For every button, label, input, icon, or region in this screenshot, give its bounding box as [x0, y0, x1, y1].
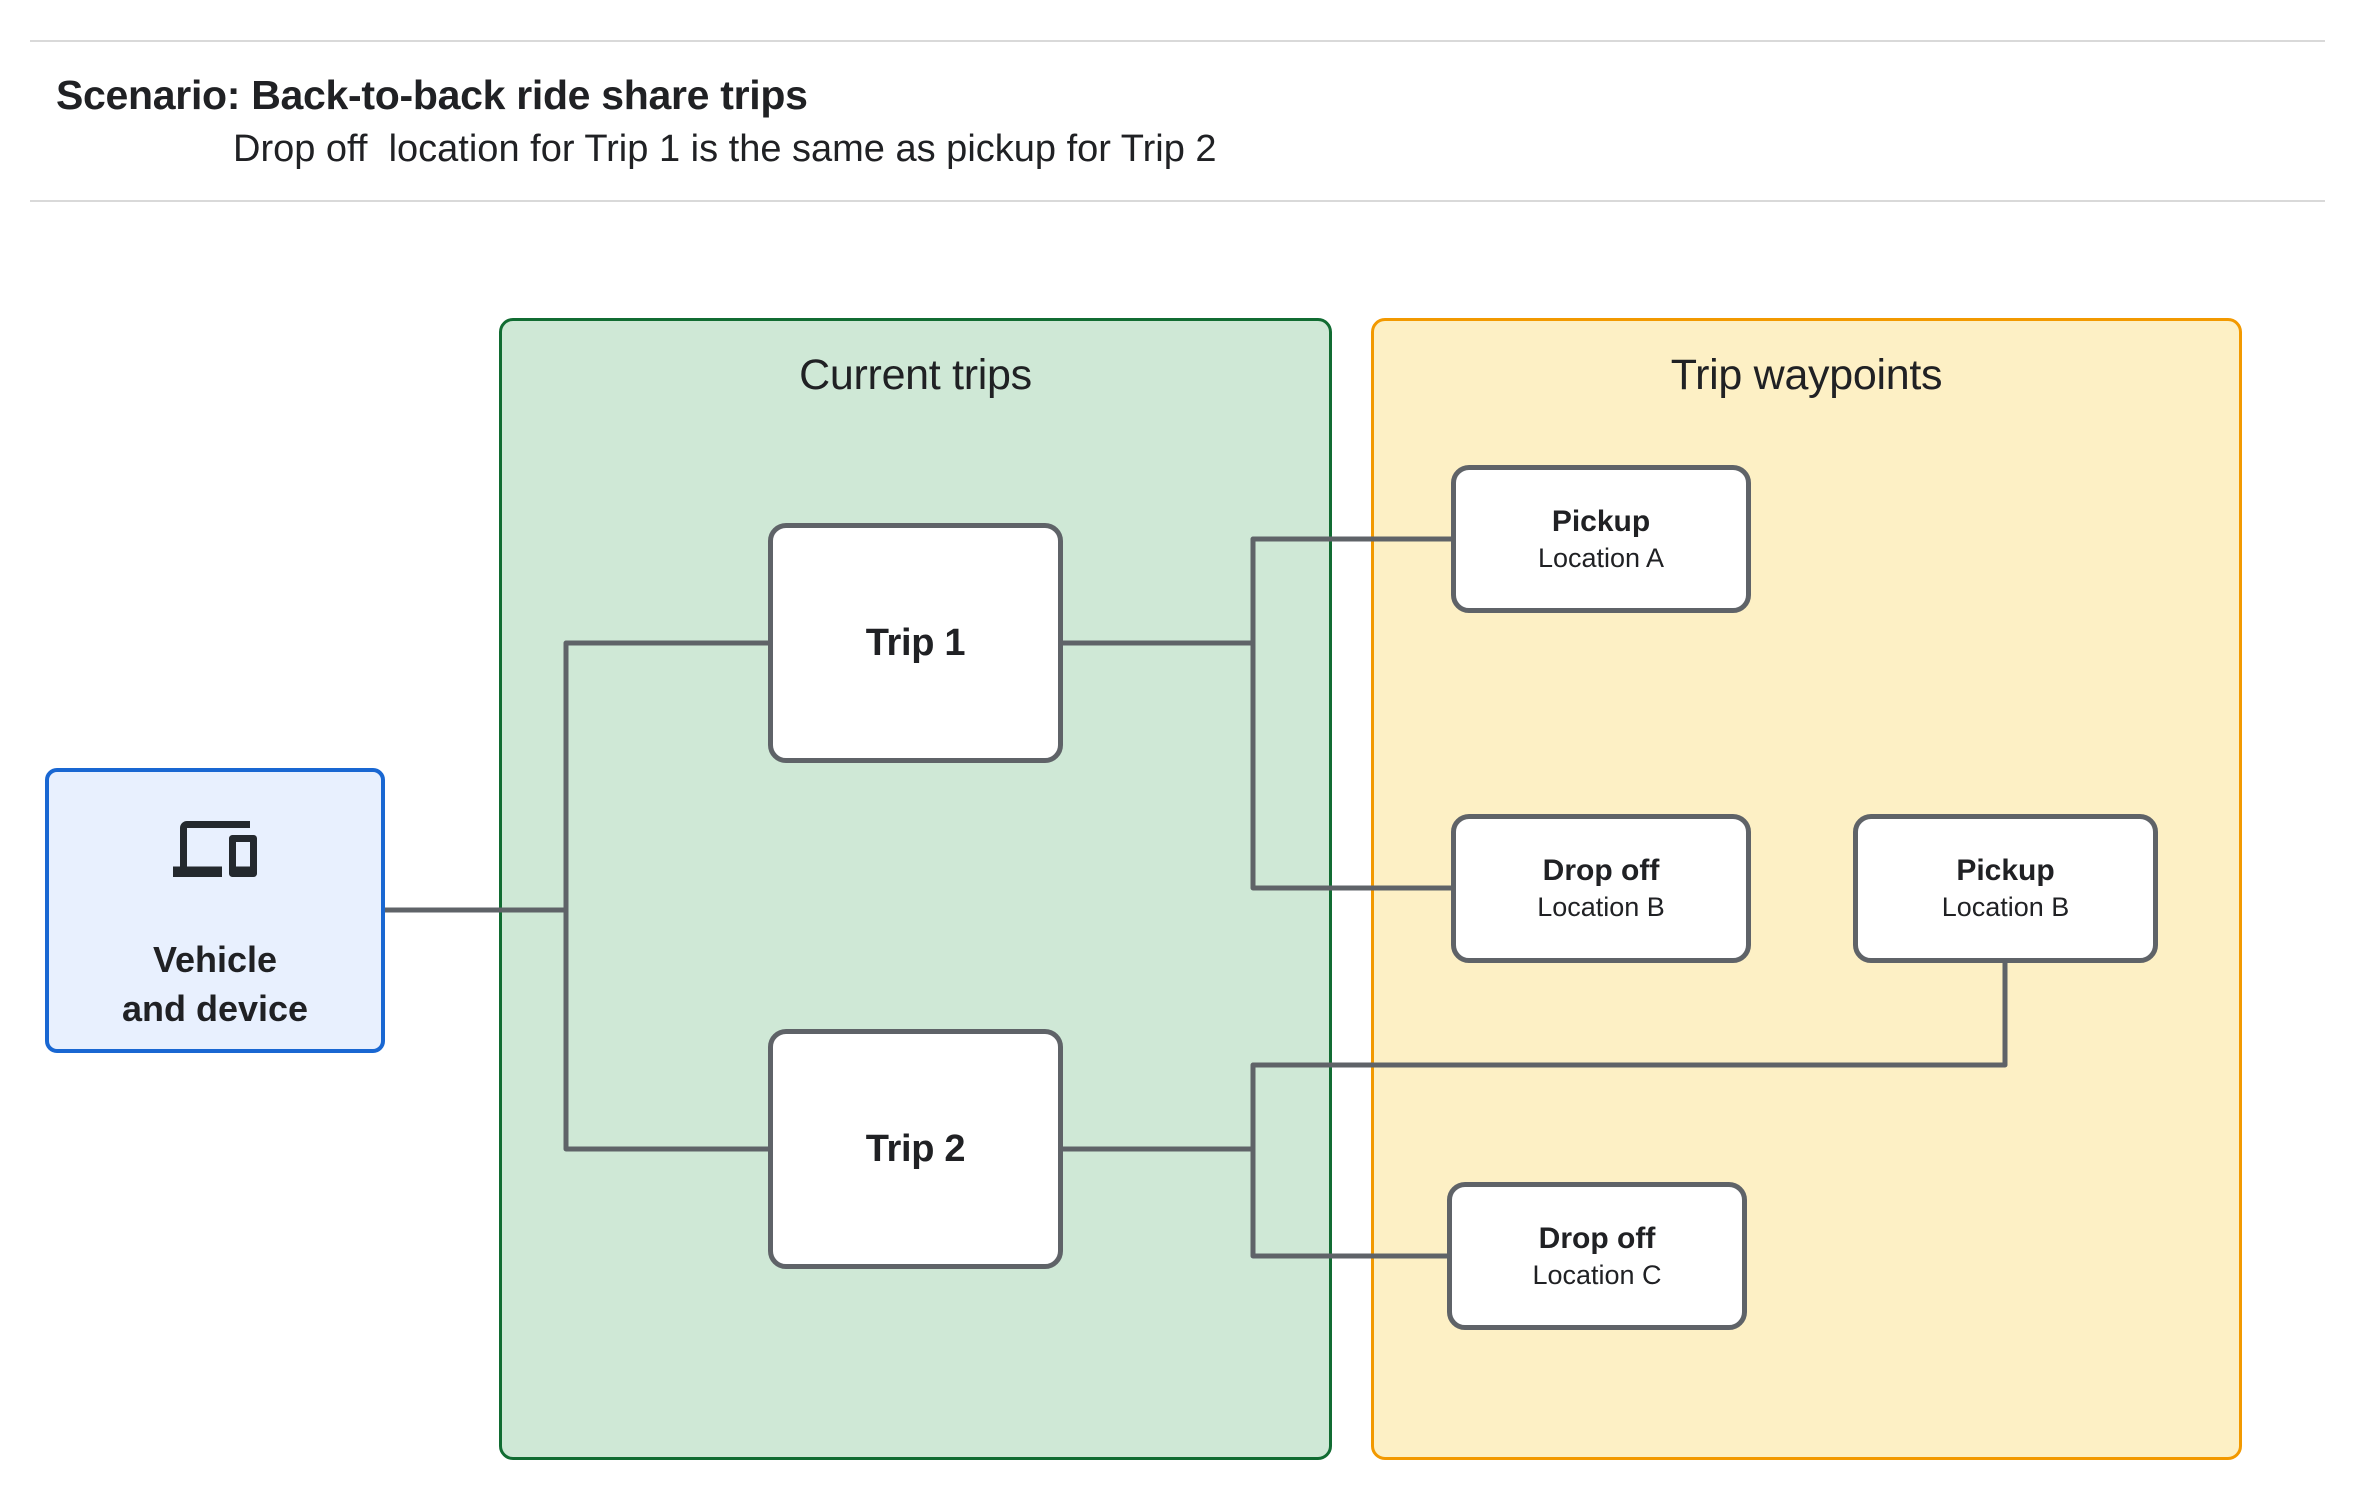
waypoint-dropoff-location-b: Drop off Location B — [1451, 814, 1751, 963]
waypoint-subtitle: Location B — [1537, 892, 1665, 922]
waypoint-subtitle: Location A — [1537, 542, 1665, 573]
waypoint-pickup-location-a: Pickup Location A — [1451, 465, 1751, 613]
trip-waypoints-panel-title: Trip waypoints — [1670, 351, 1943, 399]
vehicle-and-device-node: Vehicle and device — [45, 768, 385, 1053]
waypoint-title: Drop off — [1538, 1221, 1656, 1255]
vehicle-label: Vehicle and device — [122, 935, 308, 1033]
waypoint-pickup-location-b: Pickup Location B — [1853, 814, 2158, 963]
page-title: Scenario: Back-to-back ride share trips — [56, 72, 808, 118]
vehicle-label-line2: and device — [121, 988, 309, 1029]
waypoint-subtitle: Location C — [1532, 1259, 1662, 1290]
vehicle-label-line1: Vehicle — [152, 939, 278, 980]
header-divider-top — [30, 40, 2325, 42]
connector-trip1-to-waypoints — [1250, 536, 1460, 891]
trip-1-node: Trip 1 — [768, 523, 1063, 763]
waypoint-dropoff-location-c: Drop off Location C — [1447, 1182, 1747, 1330]
trip-2-node: Trip 2 — [768, 1029, 1063, 1269]
waypoint-title: Pickup — [1551, 504, 1651, 538]
trip-2-label: Trip 2 — [865, 1127, 966, 1170]
page-subtitle: Drop off location for Trip 1 is the same… — [233, 128, 1217, 170]
connector-vehicle-to-trips — [563, 640, 768, 1152]
current-trips-panel: Current trips — [499, 318, 1332, 1460]
header-divider-bottom — [30, 200, 2325, 202]
trip-1-label: Trip 1 — [865, 621, 966, 664]
waypoint-title: Drop off — [1542, 854, 1660, 887]
waypoint-title: Pickup — [1956, 854, 2055, 887]
current-trips-panel-title: Current trips — [799, 351, 1032, 399]
devices-icon — [173, 821, 257, 877]
waypoint-subtitle: Location B — [1941, 892, 2070, 922]
connector-trip2-to-waypoints — [1250, 963, 2008, 1259]
